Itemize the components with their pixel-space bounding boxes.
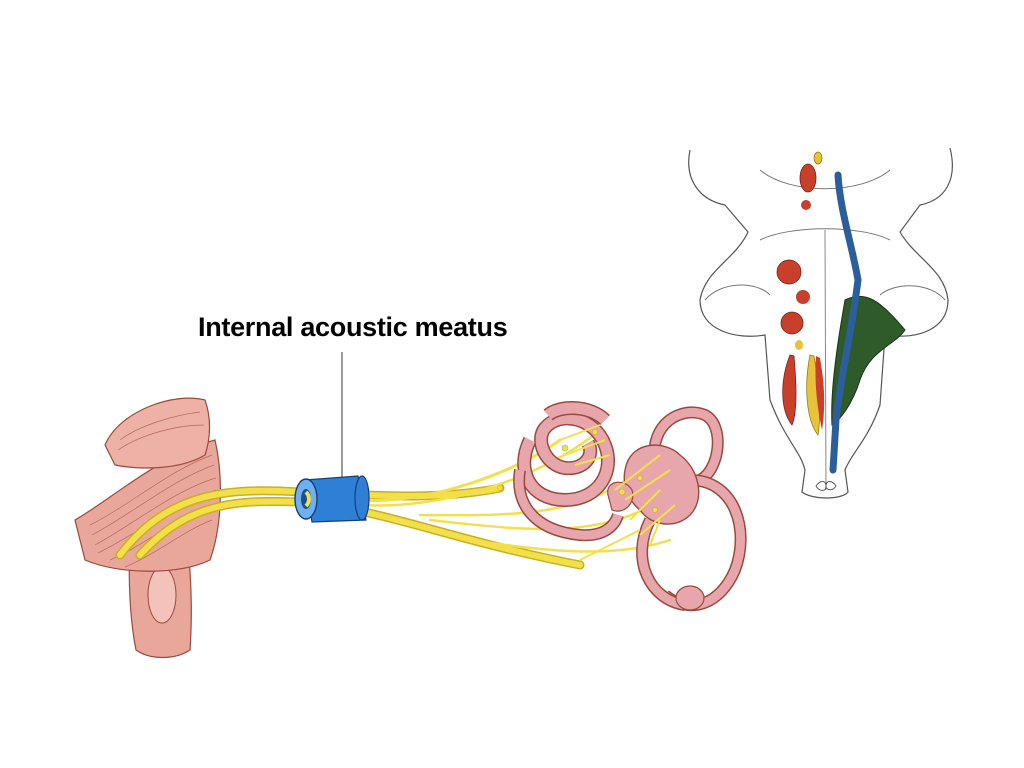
brainstem-section-icon bbox=[688, 147, 953, 499]
nucleus-left-large bbox=[776, 259, 802, 285]
muscle-top bbox=[104, 397, 211, 469]
nucleus-top-small bbox=[813, 151, 823, 165]
cochlear-tract-blue bbox=[829, 171, 862, 474]
nucleus-yellow-small bbox=[795, 340, 803, 350]
vestibule bbox=[623, 444, 700, 525]
brainstem-outline bbox=[688, 147, 953, 499]
cochlea bbox=[513, 401, 624, 542]
internal-acoustic-meatus-label: Internal acoustic meatus bbox=[198, 312, 508, 342]
muscle-block-icon bbox=[74, 397, 221, 659]
labyrinth-nerve-fibers bbox=[559, 424, 676, 561]
acoustic-canal-icon bbox=[294, 475, 370, 523]
spinal-grey-matter bbox=[815, 481, 837, 491]
utricle bbox=[607, 481, 634, 512]
brainstem-inner-contour bbox=[759, 228, 891, 241]
brainstem-lobe-right bbox=[879, 285, 946, 301]
nucleus-top bbox=[799, 163, 817, 193]
nucleus-elongated-red bbox=[815, 356, 825, 430]
ampulla bbox=[675, 585, 705, 611]
canal-rear-rim bbox=[354, 475, 370, 521]
brainstem-midline bbox=[824, 229, 827, 491]
brainstem-lobe-left bbox=[704, 284, 771, 301]
ganglion-dots bbox=[497, 429, 658, 513]
brainstem-top-curve bbox=[759, 169, 891, 190]
inner-ear-labyrinth-icon bbox=[497, 401, 747, 612]
muscle-base-oval bbox=[147, 566, 177, 624]
nucleus-elongated-left bbox=[782, 354, 797, 426]
nucleus-left-mid bbox=[780, 311, 804, 335]
nucleus-mid-dot bbox=[796, 290, 810, 304]
nucleus-upper-dot bbox=[801, 200, 811, 210]
